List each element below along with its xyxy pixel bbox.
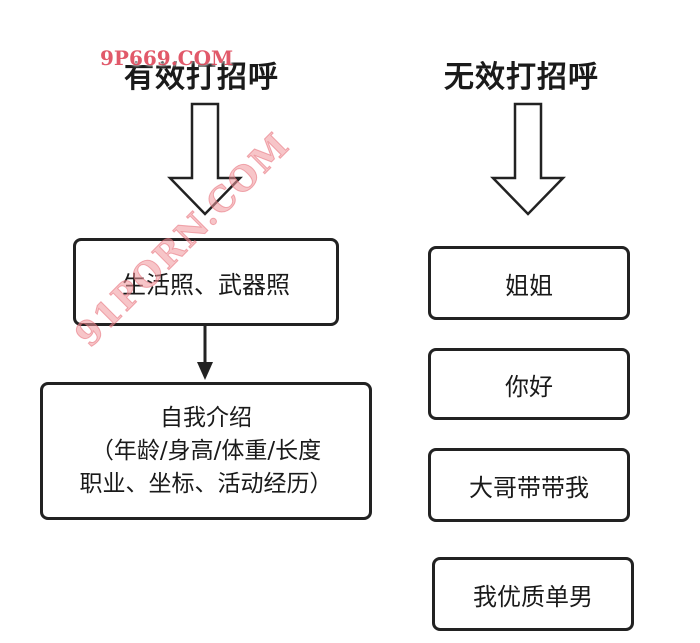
box-self-intro-line-1: 自我介绍: [160, 404, 252, 431]
box-quality-single-male: 我优质单男: [432, 557, 634, 631]
box-self-introduction: 自我介绍 （年龄/身高/体重/长度 职业、坐标、活动经历）: [40, 382, 372, 520]
box-photos: 生活照、武器照: [73, 238, 339, 326]
right-hollow-down-arrow: [490, 102, 566, 216]
box-sister-label: 姐姐: [505, 271, 553, 300]
heading-effective-greeting: 有效打招呼: [124, 60, 279, 95]
box-photos-label: 生活照、武器照: [122, 270, 290, 299]
box-self-intro-line-2: （年龄/身高/体重/长度: [90, 437, 322, 464]
box-hello-label: 你好: [505, 372, 553, 401]
left-connector-arrowhead: [197, 362, 213, 380]
box-big-brother: 大哥带带我: [428, 448, 630, 522]
box-big-brother-label: 大哥带带我: [469, 473, 589, 502]
box-self-intro-line-3: 职业、坐标、活动经历）: [79, 470, 333, 497]
box-hello: 你好: [428, 348, 630, 420]
left-hollow-down-arrow: [167, 102, 243, 216]
box-quality-single-male-label: 我优质单男: [473, 582, 593, 611]
box-sister: 姐姐: [428, 246, 630, 320]
heading-ineffective-greeting: 无效打招呼: [444, 60, 599, 95]
